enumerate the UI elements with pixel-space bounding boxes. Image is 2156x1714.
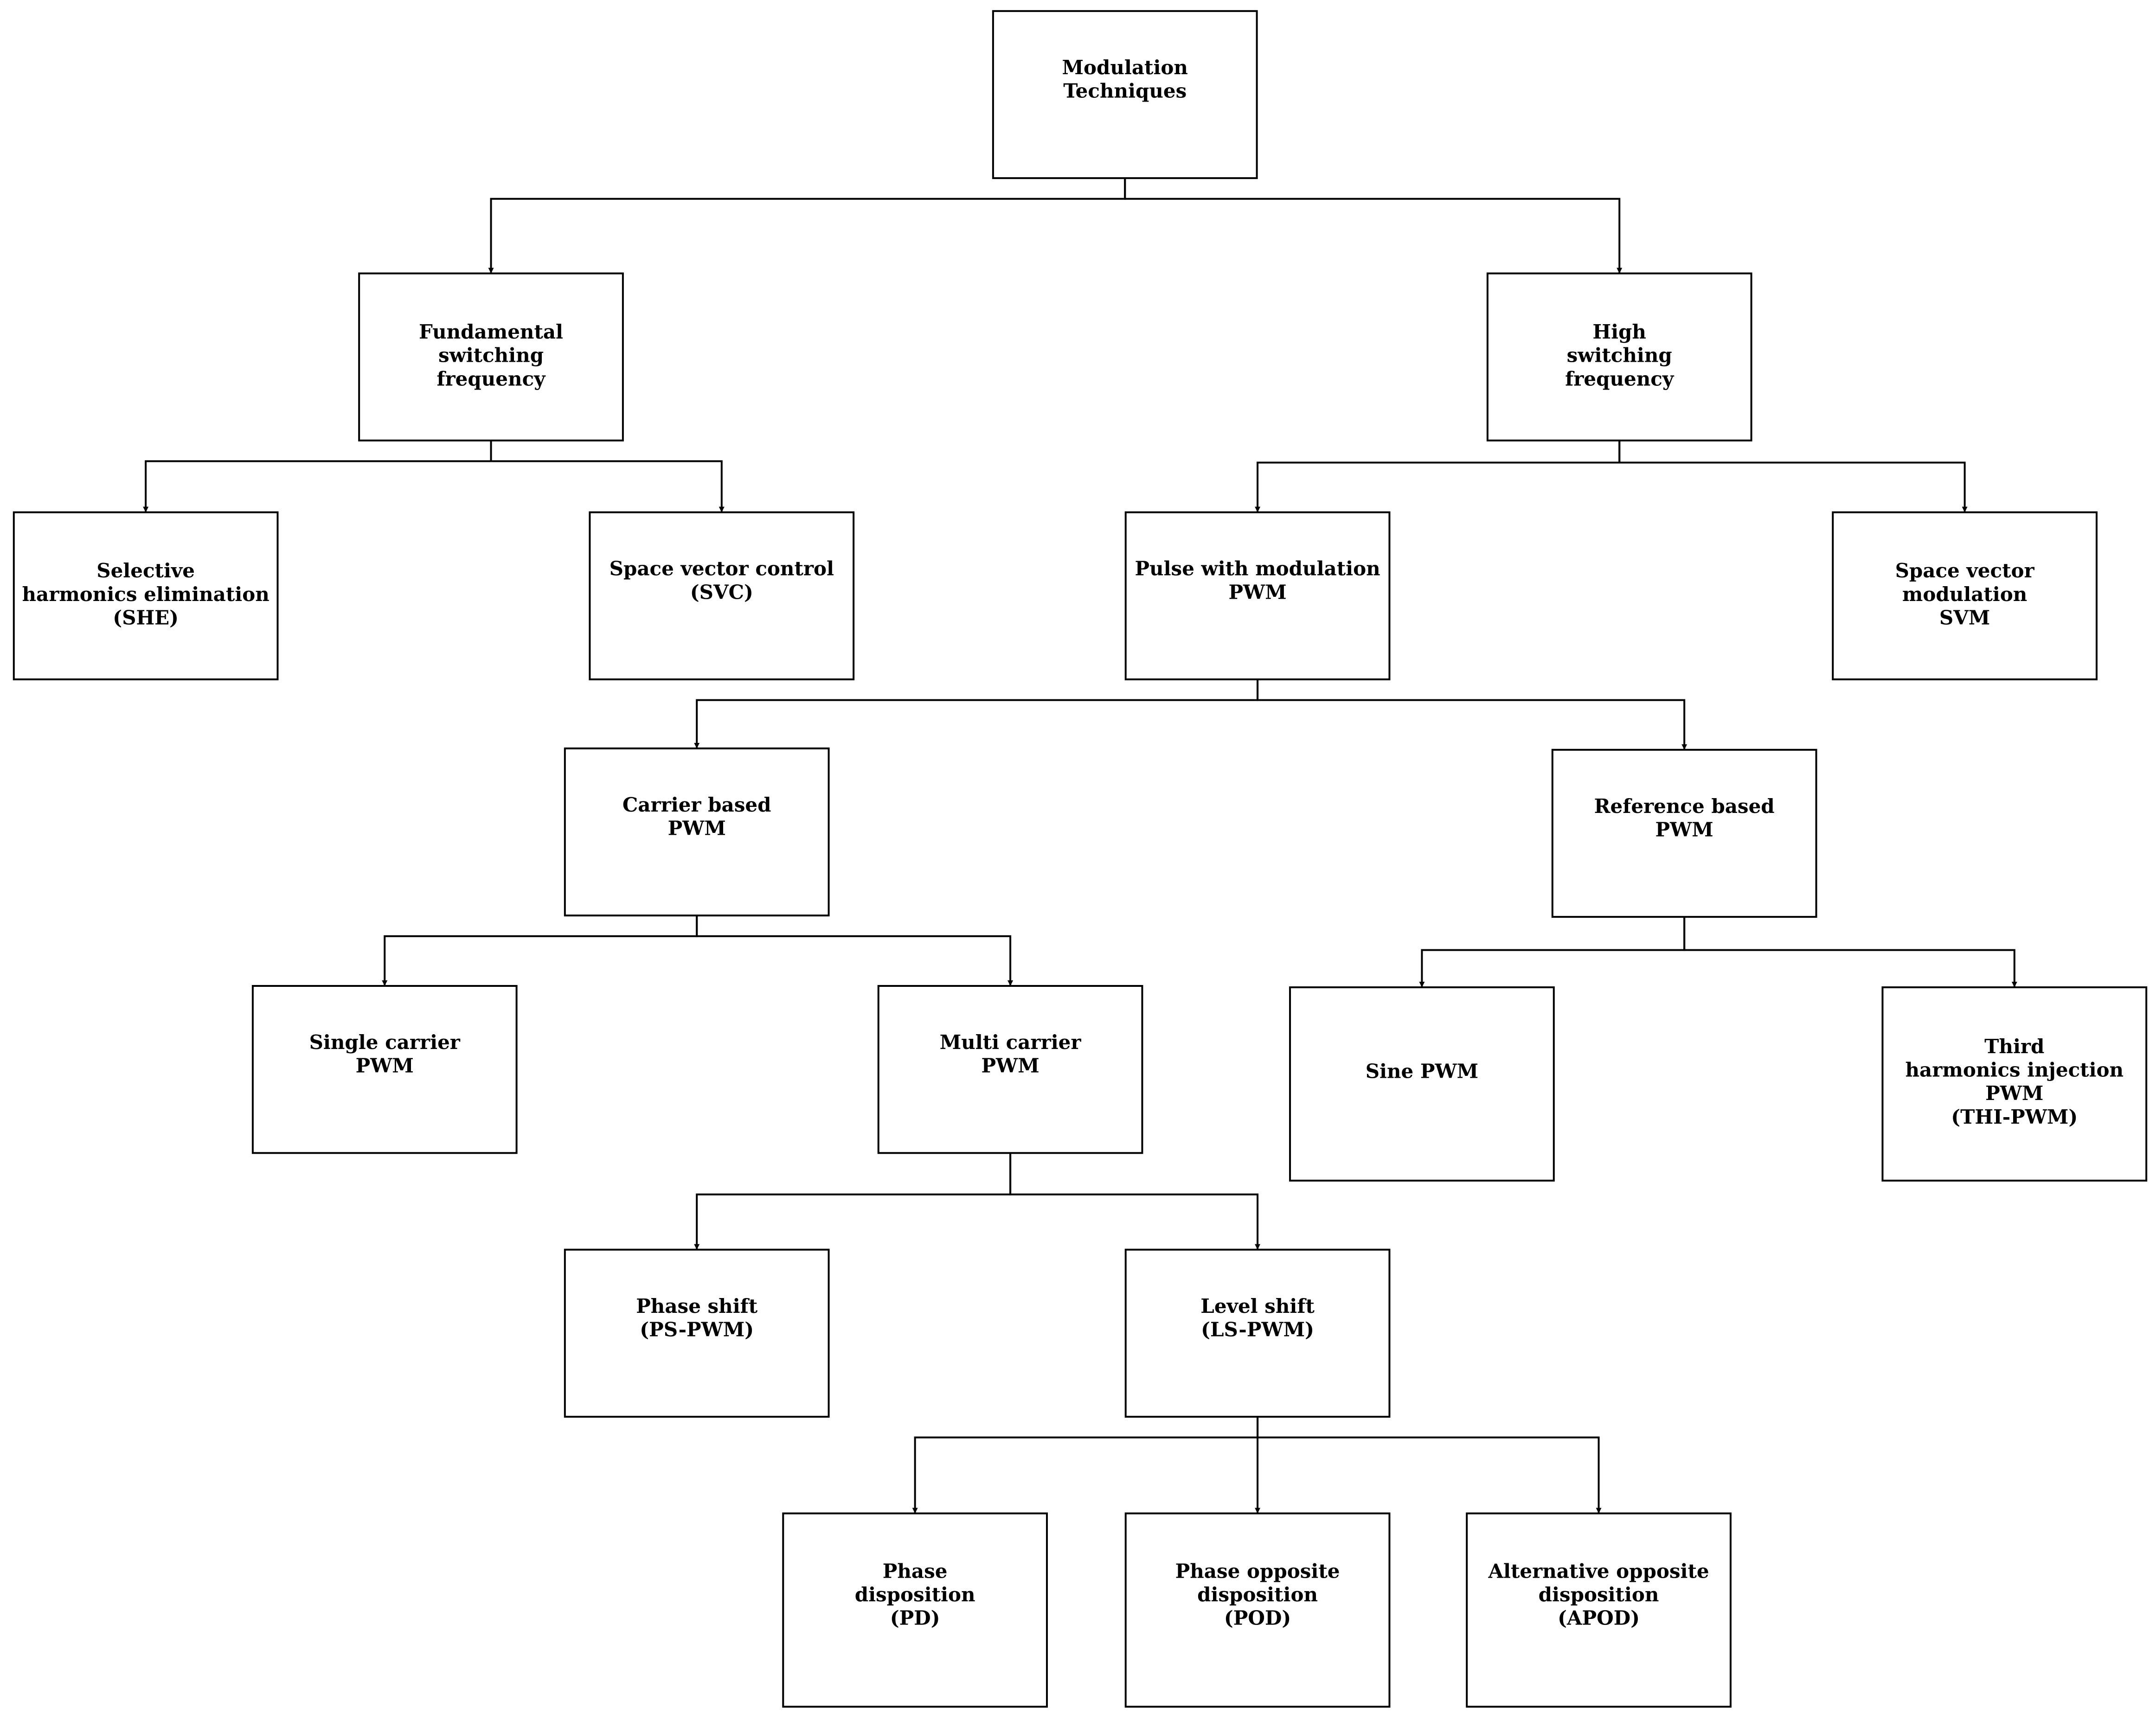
node-box-pulse-with-modulation (1124, 511, 1391, 680)
edges-layer (143, 178, 2017, 1514)
node-label-carrier-based-pwm-line-2: PWM (668, 817, 726, 840)
node-label-multi-carrier-pwm-line-1: Multi carrier (940, 1031, 1082, 1054)
node-label-phase-opposite-disposition-line-3: (POD) (1224, 1607, 1291, 1630)
node-box-reference-based-pwm (1551, 748, 1817, 918)
node-label-phase-opposite-disposition-line-2: disposition (1197, 1583, 1318, 1606)
node-level-shift: Level shift(LS-PWM) (1124, 1248, 1391, 1418)
node-box-multi-carrier-pwm (877, 985, 1143, 1154)
node-label-level-shift-line-1: Level shift (1200, 1295, 1315, 1317)
edge-fundamental-switching-frequency-to-selective-harmonics-elimination (143, 440, 492, 512)
node-box-carrier-based-pwm (564, 747, 830, 917)
edge-modulation-techniques-to-fundamental-switching-frequency (488, 178, 1126, 274)
node-label-carrier-based-pwm-line-1: Carrier based (622, 793, 771, 816)
node-box-third-harmonics-injection-pwm (1881, 986, 2148, 1182)
node-label-pulse-with-modulation-line-2: PWM (1228, 581, 1286, 603)
node-space-vector-control: Space vector control(SVC) (589, 511, 855, 680)
node-label-modulation-techniques-line-1: Modulation (1062, 56, 1187, 79)
node-label-fundamental-switching-frequency-line-1: Fundamental (419, 320, 563, 343)
node-label-phase-shift-line-1: Phase shift (636, 1295, 758, 1317)
edge-carrier-based-pwm-to-single-carrier-pwm (382, 915, 698, 986)
node-box-sine-pwm (1289, 986, 1555, 1182)
edge-high-switching-frequency-to-space-vector-modulation (1618, 440, 1968, 512)
node-label-alternative-opposite-disposition-line-1: Alternative opposite (1488, 1560, 1709, 1582)
node-label-single-carrier-pwm-line-2: PWM (356, 1055, 414, 1077)
node-label-selective-harmonics-elimination-line-2: harmonics elimination (22, 583, 269, 606)
edge-pulse-with-modulation-to-carrier-based-pwm (694, 679, 1259, 748)
node-label-reference-based-pwm-line-2: PWM (1656, 819, 1713, 841)
node-label-space-vector-modulation-line-3: SVM (1939, 606, 1990, 629)
node-box-selective-harmonics-elimination (13, 511, 279, 680)
edge-multi-carrier-pwm-to-level-shift (1009, 1153, 1261, 1250)
edge-reference-based-pwm-to-sine-pwm (1419, 917, 1686, 987)
node-label-modulation-techniques-line-2: Techniques (1063, 79, 1187, 102)
node-label-alternative-opposite-disposition-line-3: (APOD) (1558, 1607, 1640, 1630)
node-label-phase-disposition-line-2: disposition (855, 1583, 975, 1606)
node-label-single-carrier-pwm-line-1: Single carrier (309, 1031, 461, 1054)
node-sine-pwm: Sine PWM (1289, 986, 1555, 1182)
node-box-fundamental-switching-frequency (358, 272, 624, 441)
node-label-space-vector-modulation-line-1: Space vector (1895, 559, 2035, 582)
node-label-high-switching-frequency-line-1: High (1592, 320, 1646, 343)
node-label-reference-based-pwm-line-1: Reference based (1594, 795, 1775, 818)
node-label-sine-pwm-line-1: Sine PWM (1366, 1060, 1478, 1083)
node-phase-shift: Phase shift(PS-PWM) (564, 1248, 830, 1418)
node-label-third-harmonics-injection-pwm-line-2: harmonics injection (1906, 1059, 2124, 1081)
edge-multi-carrier-pwm-to-phase-shift (694, 1153, 1012, 1250)
node-label-phase-disposition-line-1: Phase (883, 1560, 948, 1582)
node-label-third-harmonics-injection-pwm-line-4: (THI-PWM) (1951, 1106, 2078, 1128)
edge-level-shift-to-alternative-opposite-disposition (1257, 1417, 1602, 1514)
node-label-phase-opposite-disposition-line-1: Phase opposite (1175, 1560, 1340, 1582)
node-label-selective-harmonics-elimination-line-1: Selective (96, 559, 195, 582)
node-label-multi-carrier-pwm-line-2: PWM (981, 1055, 1039, 1077)
edge-level-shift-to-phase-disposition (912, 1417, 1259, 1514)
node-box-phase-shift (564, 1248, 830, 1418)
node-label-level-shift-line-2: (LS-PWM) (1201, 1318, 1314, 1341)
node-label-third-harmonics-injection-pwm-line-3: PWM (1985, 1082, 2043, 1105)
node-label-space-vector-control-line-2: (SVC) (690, 581, 753, 603)
node-label-selective-harmonics-elimination-line-3: (SHE) (113, 606, 179, 629)
node-label-fundamental-switching-frequency-line-2: switching (438, 344, 544, 367)
node-label-fundamental-switching-frequency-line-3: frequency (436, 367, 546, 390)
node-box-level-shift (1124, 1248, 1391, 1418)
edge-pulse-with-modulation-to-reference-based-pwm (1257, 679, 1688, 750)
node-label-alternative-opposite-disposition-line-2: disposition (1539, 1583, 1659, 1606)
node-box-alternative-opposite-disposition (1466, 1512, 1732, 1708)
node-box-space-vector-control (589, 511, 855, 680)
nodes-layer: ModulationTechniquesFundamentalswitching… (13, 10, 2148, 1708)
edge-fundamental-switching-frequency-to-space-vector-control (490, 440, 725, 512)
node-box-single-carrier-pwm (251, 985, 518, 1154)
node-label-third-harmonics-injection-pwm-line-1: Third (1984, 1035, 2044, 1058)
node-label-pulse-with-modulation-line-1: Pulse with modulation (1135, 557, 1380, 580)
node-box-modulation-techniques (992, 10, 1258, 179)
edge-carrier-based-pwm-to-multi-carrier-pwm (696, 915, 1014, 986)
node-label-phase-shift-line-2: (PS-PWM) (640, 1318, 754, 1341)
edge-high-switching-frequency-to-pulse-with-modulation (1255, 440, 1621, 512)
node-box-phase-disposition (782, 1512, 1048, 1708)
edge-reference-based-pwm-to-third-harmonics-injection-pwm (1683, 917, 2017, 987)
node-label-high-switching-frequency-line-2: switching (1567, 344, 1672, 367)
node-box-phase-opposite-disposition (1124, 1512, 1391, 1708)
node-label-high-switching-frequency-line-3: frequency (1565, 367, 1675, 390)
node-label-phase-disposition-line-3: (PD) (890, 1607, 940, 1630)
node-box-space-vector-modulation (1832, 511, 2098, 680)
node-label-space-vector-modulation-line-2: modulation (1902, 583, 2027, 606)
edge-modulation-techniques-to-high-switching-frequency (1124, 178, 1623, 274)
node-box-high-switching-frequency (1486, 272, 1752, 441)
node-label-space-vector-control-line-1: Space vector control (610, 557, 834, 580)
